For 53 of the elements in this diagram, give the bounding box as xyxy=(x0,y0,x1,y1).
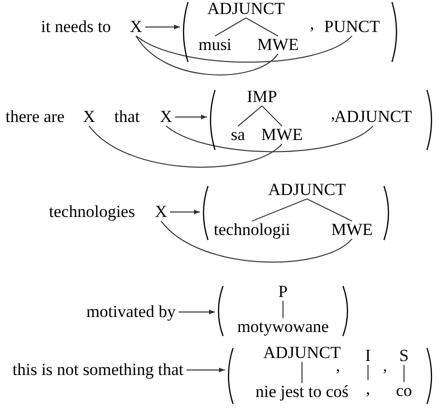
tree-node-label: motywowane xyxy=(237,318,329,336)
tree-node-label: technologii xyxy=(214,221,290,239)
source-phrase: technologies xyxy=(49,203,135,221)
source-phrase: it needs to xyxy=(41,18,111,36)
parenthesized-tree xyxy=(215,284,351,338)
tree-node-label: ADJUNCT xyxy=(334,108,412,126)
tree-node-label: nie jest to coś xyxy=(256,383,348,401)
comma-separator: , xyxy=(382,357,388,375)
comma-separator: , xyxy=(330,105,336,123)
tree-branch-line xyxy=(238,105,262,127)
tree-node-label: I xyxy=(365,347,371,365)
rewrite-arrow xyxy=(178,310,216,314)
source-phrase: motivated by xyxy=(86,303,176,321)
parenthesized-tree xyxy=(200,184,392,242)
variable-label: X xyxy=(82,108,96,126)
tree-branch-line xyxy=(262,105,282,127)
tree-node-label: MWE xyxy=(261,126,303,144)
variable-label: X xyxy=(160,108,172,126)
alignment-curve xyxy=(136,35,352,63)
tree-branch-line xyxy=(252,198,308,222)
tree-node-label: MWE xyxy=(257,36,299,54)
parenthesized-tree xyxy=(180,0,400,64)
source-phrase: that xyxy=(114,108,140,126)
rewrite-arrow xyxy=(170,210,200,214)
tree-branch-line xyxy=(282,300,284,319)
variable-label: X xyxy=(130,18,142,36)
tree-node-label: P xyxy=(278,283,288,301)
comma-separator: , xyxy=(310,15,314,33)
rewrite-arrow xyxy=(186,368,226,372)
tree-branch-line xyxy=(246,17,278,37)
tree-node-label: S xyxy=(399,347,409,365)
parenthesized-tree xyxy=(207,88,435,152)
tree-branch-line xyxy=(306,198,352,222)
tree-node-label: co xyxy=(396,382,412,400)
tree-node-label: PUNCT xyxy=(324,18,380,36)
tree-branch-line xyxy=(214,17,246,37)
alignment-curve xyxy=(88,125,282,168)
alignment-curve xyxy=(166,125,374,152)
tree-node-label: musi xyxy=(198,36,232,54)
tree-node-label: ADJUNCT xyxy=(207,0,285,18)
source-phrase: this is not something that xyxy=(12,361,184,379)
source-phrase: there are xyxy=(6,108,64,126)
variable-label: X xyxy=(154,203,168,221)
alignment-curve xyxy=(160,220,352,263)
tree-node-label: MWE xyxy=(331,221,373,239)
tree-node-label: , xyxy=(366,380,370,398)
tree-node-label: ADJUNCT xyxy=(268,181,346,199)
parenthesized-tree xyxy=(225,346,435,406)
tree-node-label: IMP xyxy=(246,88,278,106)
tree-node-label: sa xyxy=(230,126,246,144)
alignment-curve xyxy=(136,35,278,76)
rewrite-arrow xyxy=(144,24,180,30)
rewrite-arrow xyxy=(174,114,208,120)
